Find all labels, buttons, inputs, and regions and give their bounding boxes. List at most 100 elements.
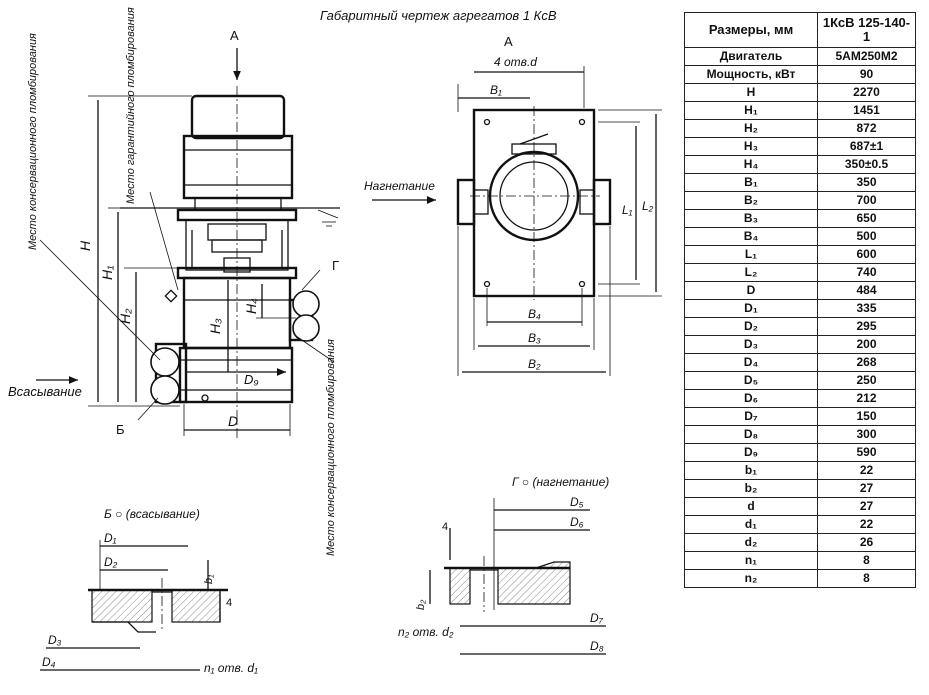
- table-cell-key: H₁: [684, 101, 818, 120]
- table-cell-value: 22: [817, 461, 916, 480]
- section-g-title: Г ○ (нагнетание): [512, 475, 609, 489]
- dim-d6-g: D₆: [570, 515, 584, 529]
- dim-d9: D₉: [244, 372, 259, 387]
- dim-h4: H₄: [243, 298, 259, 314]
- dim-b4: B₄: [528, 307, 541, 321]
- discharge-label: Нагнетание: [364, 179, 435, 193]
- table-cell-key: n₂: [684, 569, 818, 588]
- dim-b2: B₂: [528, 357, 541, 371]
- drawing-title: Габаритный чертеж агрегатов 1 КсВ: [320, 8, 557, 23]
- view-a-label: А: [504, 34, 513, 49]
- table-header-left: Размеры, мм: [684, 12, 818, 48]
- table-cell-value: 27: [817, 479, 916, 498]
- table-cell-key: D₄: [684, 353, 818, 372]
- holes-n1-label: n₁ отв. d₁: [204, 661, 258, 675]
- dim-l2: L₂: [642, 199, 654, 213]
- table-cell-key: D₆: [684, 389, 818, 408]
- table-cell-value: 300: [817, 425, 916, 444]
- table-cell-key: L₁: [684, 245, 818, 264]
- table-cell-key: d₁: [684, 515, 818, 534]
- dim-d1-b: D₁: [104, 531, 117, 545]
- place-conservation-bottom: Место консервационного пломбирования: [325, 339, 337, 556]
- callout-b: Б: [116, 422, 125, 437]
- section-b: Б ○ (всасывание) D₁ D₂ b₁ 4 D₃ D₄ n₁ отв…: [40, 507, 258, 675]
- dim-d2-b: D₂: [104, 555, 118, 569]
- table-cell-key: H₄: [684, 155, 818, 174]
- dim-d: D: [228, 413, 238, 429]
- table-cell-key: B₁: [684, 173, 818, 192]
- dim-h3: H₃: [207, 318, 223, 334]
- table-cell-value: 8: [817, 551, 916, 570]
- section-b-title: Б ○ (всасывание): [104, 507, 200, 521]
- table-cell-key: D₉: [684, 443, 818, 462]
- table-cell-value: 27: [817, 497, 916, 516]
- table-cell-value: 700: [817, 191, 916, 210]
- table-cell-key: D₇: [684, 407, 818, 426]
- table-cell-value: 200: [817, 335, 916, 354]
- table-cell-value: 484: [817, 281, 916, 300]
- table-cell-key: H: [684, 83, 818, 102]
- table-cell-value: 687±1: [817, 137, 916, 156]
- dim-l1: L₁: [622, 203, 633, 217]
- dim-b1: B₁: [490, 83, 502, 97]
- dim-d8-g: D₈: [590, 639, 604, 653]
- table-cell-value: 26: [817, 533, 916, 552]
- table-cell-key: H₃: [684, 137, 818, 156]
- suction-label: Всасывание: [8, 384, 82, 399]
- holes-a-label: 4 отв.d: [494, 55, 537, 69]
- table-cell-key: n₁: [684, 551, 818, 570]
- dim-d3-b: D₃: [48, 633, 62, 647]
- table-cell-value: 5АМ250М2: [817, 47, 916, 66]
- place-guarantee: Место гарантийного пломбирования: [125, 7, 137, 204]
- table-cell-key: D₂: [684, 317, 818, 336]
- table-cell-key: B₃: [684, 209, 818, 228]
- table-cell-value: 600: [817, 245, 916, 264]
- table-cell-value: 590: [817, 443, 916, 462]
- table-cell-value: 212: [817, 389, 916, 408]
- table-cell-key: D₃: [684, 335, 818, 354]
- callout-g: Г: [332, 258, 339, 273]
- view-a-arrow-label: А: [230, 28, 239, 43]
- view-a: А 4 отв.d B₁ Нагнетание L₁: [364, 34, 662, 376]
- table-cell-key: b₂: [684, 479, 818, 498]
- holes-n2-label: n₂ отв. d₂: [398, 625, 454, 639]
- table-cell-value: 8: [817, 569, 916, 588]
- dim-four-b: 4: [226, 597, 232, 609]
- table-cell-key: D₈: [684, 425, 818, 444]
- section-g: Г ○ (нагнетание) D₅ D₆ 4 b₂ D₇ D₈ n₂ отв…: [398, 475, 609, 655]
- table-cell-key: b₁: [684, 461, 818, 480]
- table-cell-value: 350±0.5: [817, 155, 916, 174]
- table-cell-value: 295: [817, 317, 916, 336]
- place-conservation-left: Место консервационного пломбирования: [27, 33, 39, 250]
- dim-h: H: [77, 240, 93, 251]
- table-cell-key: D₅: [684, 371, 818, 390]
- table-cell-value: 650: [817, 209, 916, 228]
- table-cell-value: 740: [817, 263, 916, 282]
- table-cell-value: 268: [817, 353, 916, 372]
- table-cell-value: 250: [817, 371, 916, 390]
- table-cell-value: 22: [817, 515, 916, 534]
- table-cell-key: B₄: [684, 227, 818, 246]
- table-header-right: 1КсВ 125-140-1: [817, 12, 916, 48]
- table-cell-value: 350: [817, 173, 916, 192]
